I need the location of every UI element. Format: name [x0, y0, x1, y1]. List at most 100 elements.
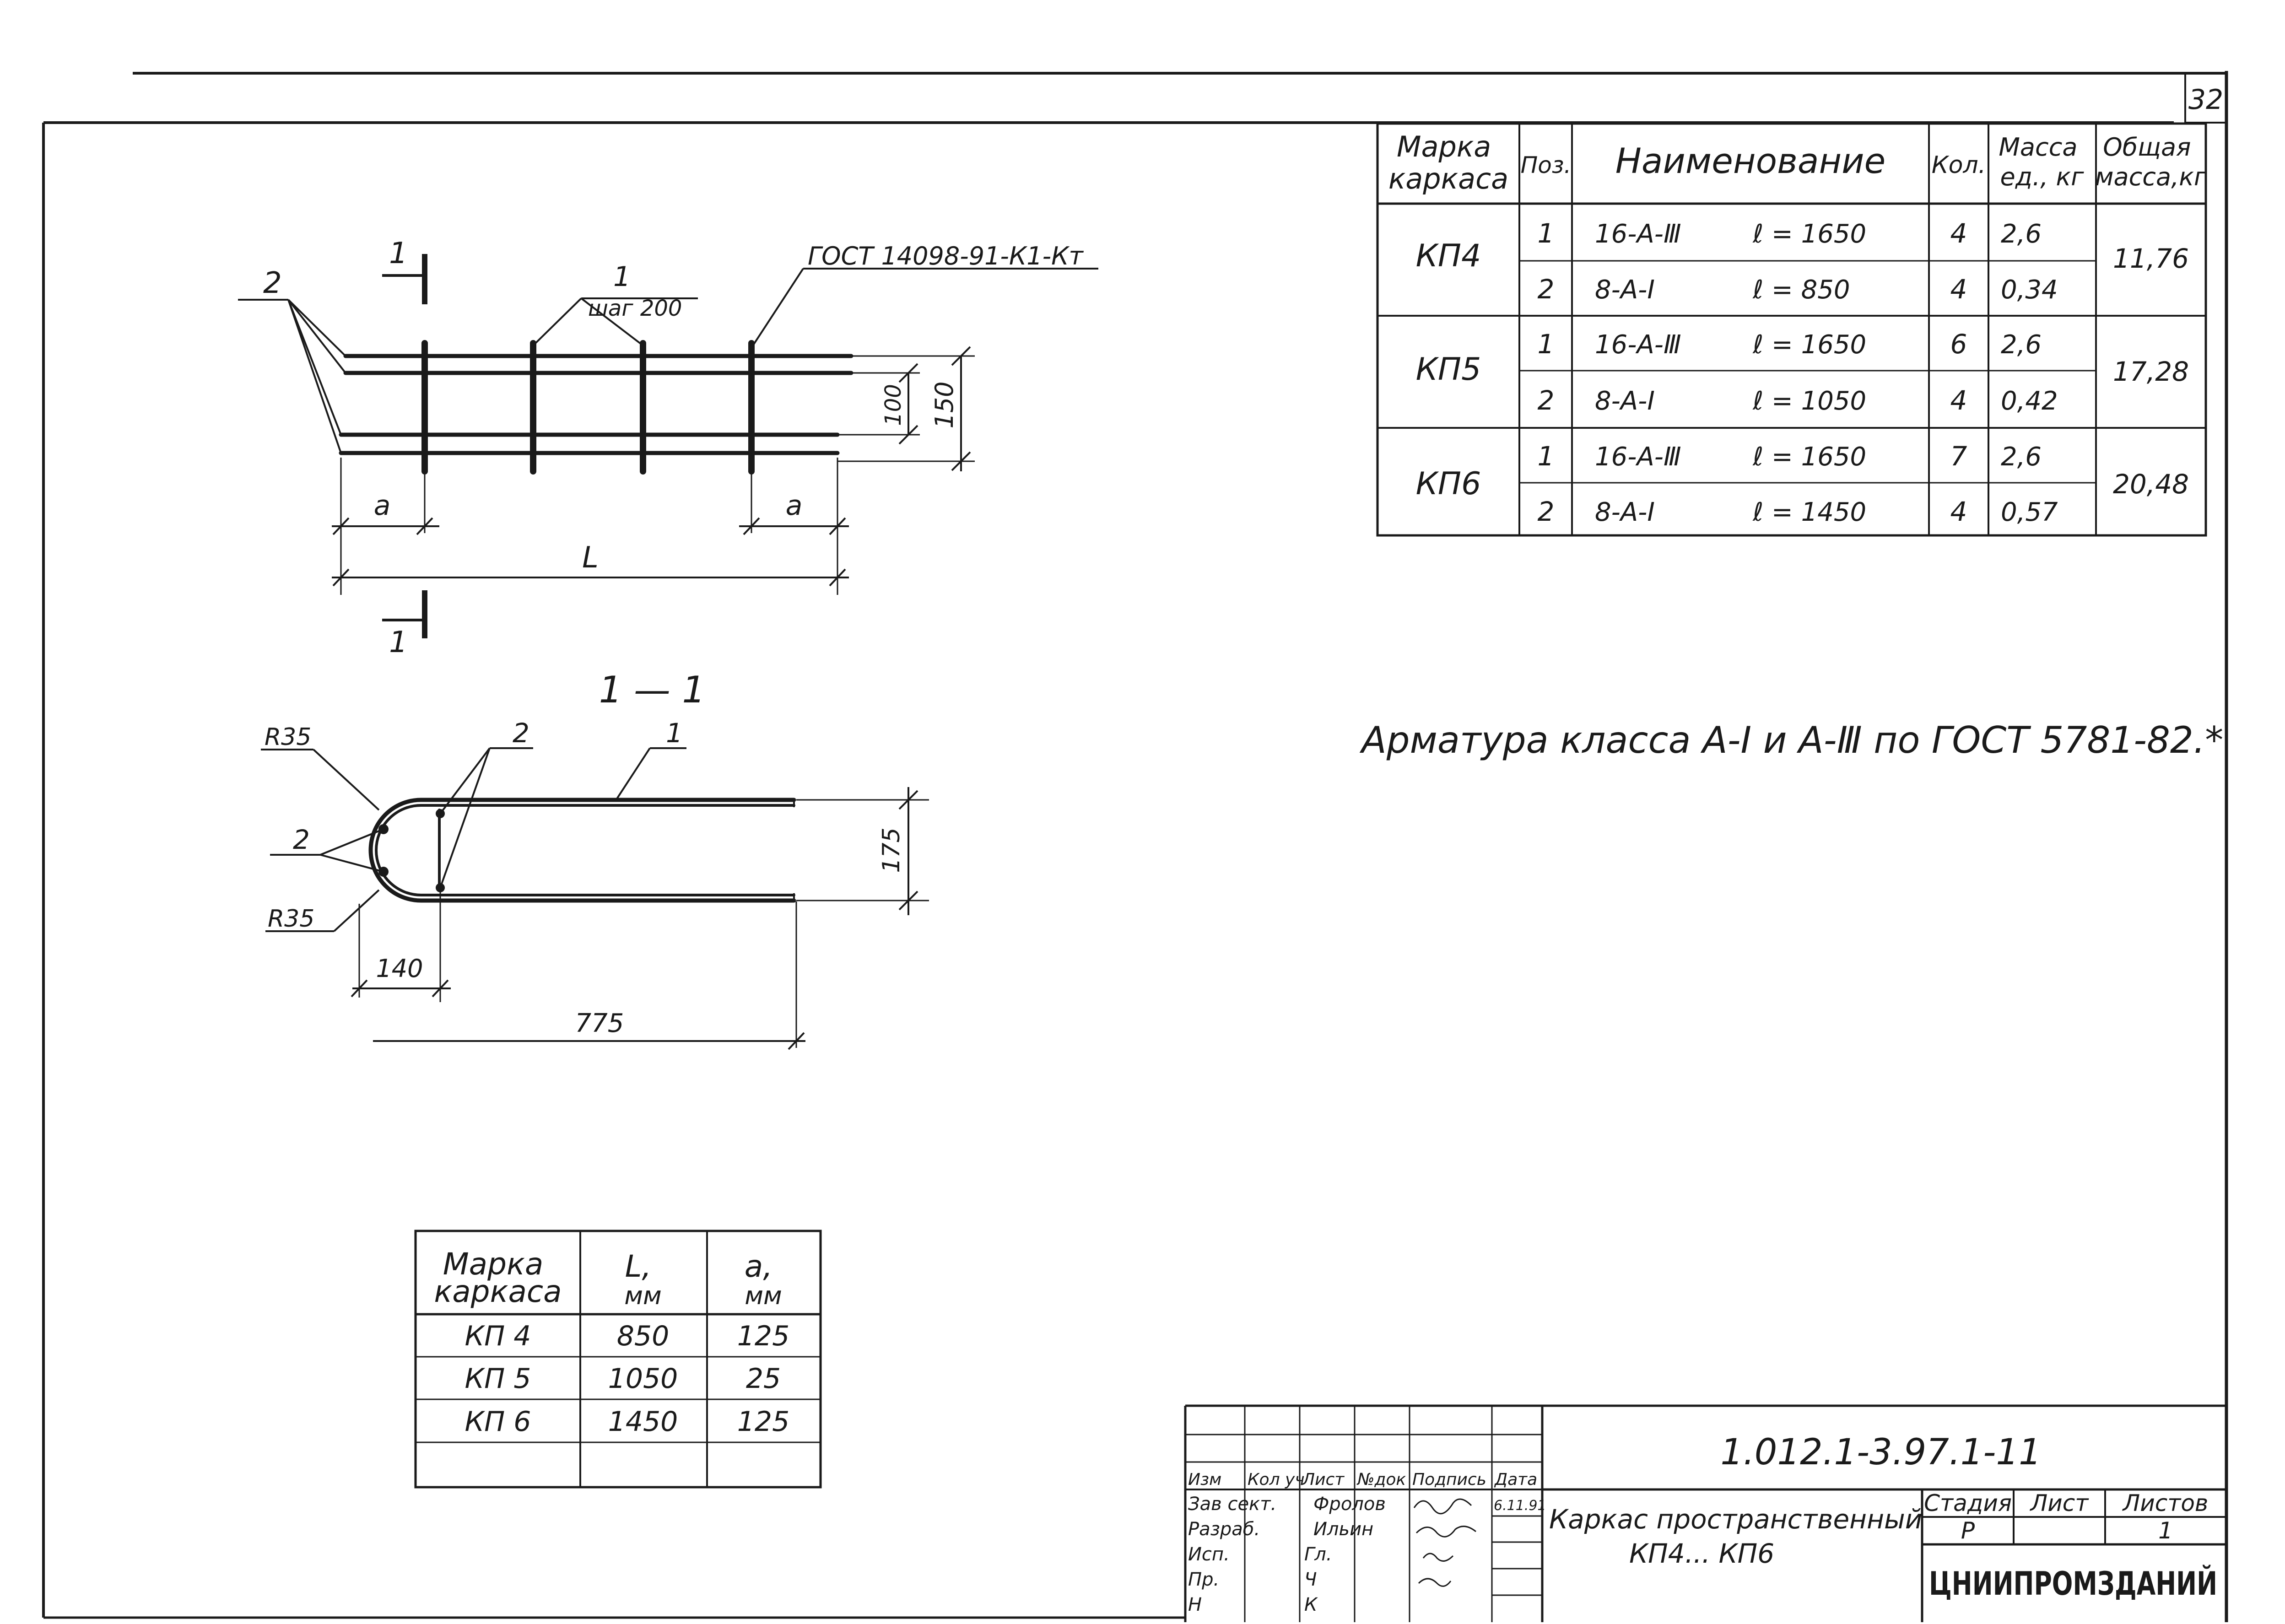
- radius-top: R35: [265, 723, 311, 751]
- mark-kp4: КП4: [1416, 238, 1481, 274]
- signature: [1413, 1498, 1472, 1515]
- header-name: Наименование: [1615, 140, 1886, 181]
- la-header-mark-line2: каркаса: [434, 1274, 562, 1309]
- tb-role-5: Н: [1188, 1594, 1202, 1615]
- tb-org: ЦНИИПРОМЗДАНИЙ: [1929, 1565, 2217, 1602]
- dim-L: L: [582, 541, 599, 575]
- dim-a-right: a: [786, 490, 803, 522]
- la-a-1: 125: [737, 1320, 790, 1352]
- tb-stage: Р: [1961, 1517, 1975, 1544]
- kp6-pos2: 2: [1538, 496, 1555, 527]
- dim-140: 140: [376, 954, 423, 983]
- dim-775: 775: [575, 1009, 624, 1038]
- kp4-qty2: 4: [1950, 274, 1967, 305]
- kp4-length2: ℓ = 850: [1752, 275, 1850, 305]
- header-pos: Поз.: [1521, 152, 1572, 178]
- tb-role-3: Исп.: [1188, 1544, 1230, 1565]
- dim-a-left: a: [374, 490, 391, 522]
- mark-kp5: КП5: [1416, 351, 1481, 388]
- kp4-pos1: 1: [1538, 218, 1555, 249]
- kp4-length1: ℓ = 1650: [1752, 219, 1866, 249]
- spec-table: Марка каркаса Поз. Наименование Кол. Мас…: [1376, 122, 2207, 537]
- la-header-a-line1: a,: [745, 1249, 772, 1284]
- tb-date-1: 6.11.91: [1494, 1498, 1546, 1514]
- la-table: Марка каркаса L, мм a, мм КП 4 850 125 К…: [414, 1230, 822, 1489]
- kp4-mass2: 0,34: [2001, 275, 2058, 305]
- tb-name-1: Фролов: [1313, 1494, 1386, 1515]
- tb-role-1: Зав сект.: [1188, 1494, 1276, 1515]
- header-unit-mass-line1: Масса: [1999, 133, 2077, 162]
- tb-stage-header: Стадия: [1924, 1490, 2012, 1516]
- sheet-number: 32: [2188, 84, 2223, 116]
- plan-pos-1: 1: [613, 261, 631, 293]
- title-block: Изм Кол уч Лист №док Подпись Дата Зав се…: [1184, 1404, 2226, 1622]
- tb-sheet-header: Лист: [2030, 1490, 2090, 1516]
- la-mark-1: КП 4: [465, 1320, 531, 1352]
- tb-name-3: Гл.: [1304, 1544, 1332, 1565]
- kp4-item1: 16-А-Ⅲ: [1595, 219, 1681, 249]
- tb-name-4: Ч: [1304, 1569, 1317, 1590]
- total-kp4: 11,76: [2113, 243, 2189, 274]
- la-L-2: 1050: [608, 1363, 678, 1395]
- plan-view: 1 1 2 1 шаг 200 ГОСТ 14098-91-К1-Кт 100 …: [238, 237, 1098, 659]
- header-mark-line2: каркаса: [1388, 162, 1508, 195]
- header-mark-line1: Марка: [1397, 130, 1491, 163]
- dim-175: 175: [878, 827, 905, 873]
- section-pos-2-top: 2: [513, 718, 529, 749]
- plan-pos-2: 2: [263, 266, 282, 300]
- dim-150: 150: [930, 381, 959, 428]
- kp5-qty1: 6: [1950, 329, 1967, 360]
- la-L-1: 850: [617, 1320, 670, 1352]
- signature: [1418, 1578, 1452, 1587]
- kp5-mass1: 2,6: [2001, 330, 2042, 360]
- la-a-2: 25: [746, 1363, 781, 1395]
- kp6-pos1: 1: [1538, 441, 1555, 472]
- tb-title-1: Каркас пространственный: [1549, 1504, 1922, 1535]
- kp6-item1: 16-А-Ⅲ: [1595, 442, 1681, 472]
- section-mark-bottom: 1: [389, 626, 408, 659]
- reinforcement-note: Арматура класса А-Ⅰ и А-Ⅲ по ГОСТ 5781-8…: [1359, 719, 2223, 761]
- kp4-item2: 8-А-Ⅰ: [1595, 275, 1655, 305]
- kp6-length2: ℓ = 1450: [1752, 497, 1866, 527]
- kp4-pos2: 2: [1538, 274, 1555, 305]
- kp5-mass2: 0,42: [2001, 386, 2058, 416]
- section-view: 1 — 1 R35 R35 2 2 1: [261, 669, 929, 1050]
- tb-role-4: Пр.: [1188, 1569, 1219, 1590]
- total-kp5: 17,28: [2113, 356, 2189, 387]
- kp6-qty1: 7: [1950, 441, 1967, 472]
- mark-kp6: КП6: [1416, 466, 1481, 502]
- kp6-item2: 8-А-Ⅰ: [1595, 497, 1655, 527]
- kp5-length1: ℓ = 1650: [1752, 330, 1866, 360]
- header-mark: Марка каркаса: [1388, 130, 1508, 195]
- la-header-a-line2: мм: [745, 1281, 782, 1310]
- la-L-3: 1450: [608, 1406, 678, 1438]
- tb-sheets-header: Листов: [2122, 1490, 2209, 1516]
- la-header-mark: Марка каркаса: [434, 1246, 562, 1309]
- kp6-mass2: 0,57: [2001, 497, 2058, 527]
- header-qty: Кол.: [1932, 151, 1986, 179]
- tb-col-list: Лист: [1302, 1470, 1345, 1489]
- kp5-pos1: 1: [1538, 329, 1555, 360]
- kp5-pos2: 2: [1538, 385, 1555, 416]
- kp4-mass1: 2,6: [2001, 219, 2042, 249]
- header-total-mass-line1: Общая: [2103, 133, 2191, 162]
- header-total-mass-line2: масса,кг: [2095, 162, 2207, 191]
- kp6-mass1: 2,6: [2001, 442, 2042, 472]
- la-header-L-line1: L,: [625, 1249, 652, 1284]
- section-pos-1: 1: [666, 718, 683, 749]
- tb-name-5: К: [1304, 1594, 1318, 1615]
- la-header-a: a, мм: [745, 1249, 782, 1310]
- la-header-mark-line1: Марка: [443, 1246, 544, 1282]
- la-header-L: L, мм: [624, 1249, 661, 1310]
- kp5-item1: 16-А-Ⅲ: [1595, 330, 1681, 360]
- signature: [1415, 1526, 1476, 1538]
- radius-bottom: R35: [268, 905, 314, 933]
- tb-col-izm: Изм: [1188, 1470, 1221, 1489]
- signature: [1422, 1553, 1454, 1562]
- dim-100: 100: [881, 384, 906, 426]
- tb-name-2: Ильин: [1313, 1519, 1373, 1540]
- doc-code: 1.012.1-3.97.1-11: [1720, 1432, 2041, 1473]
- kp6-qty2: 4: [1950, 496, 1967, 527]
- kp5-qty2: 4: [1950, 385, 1967, 416]
